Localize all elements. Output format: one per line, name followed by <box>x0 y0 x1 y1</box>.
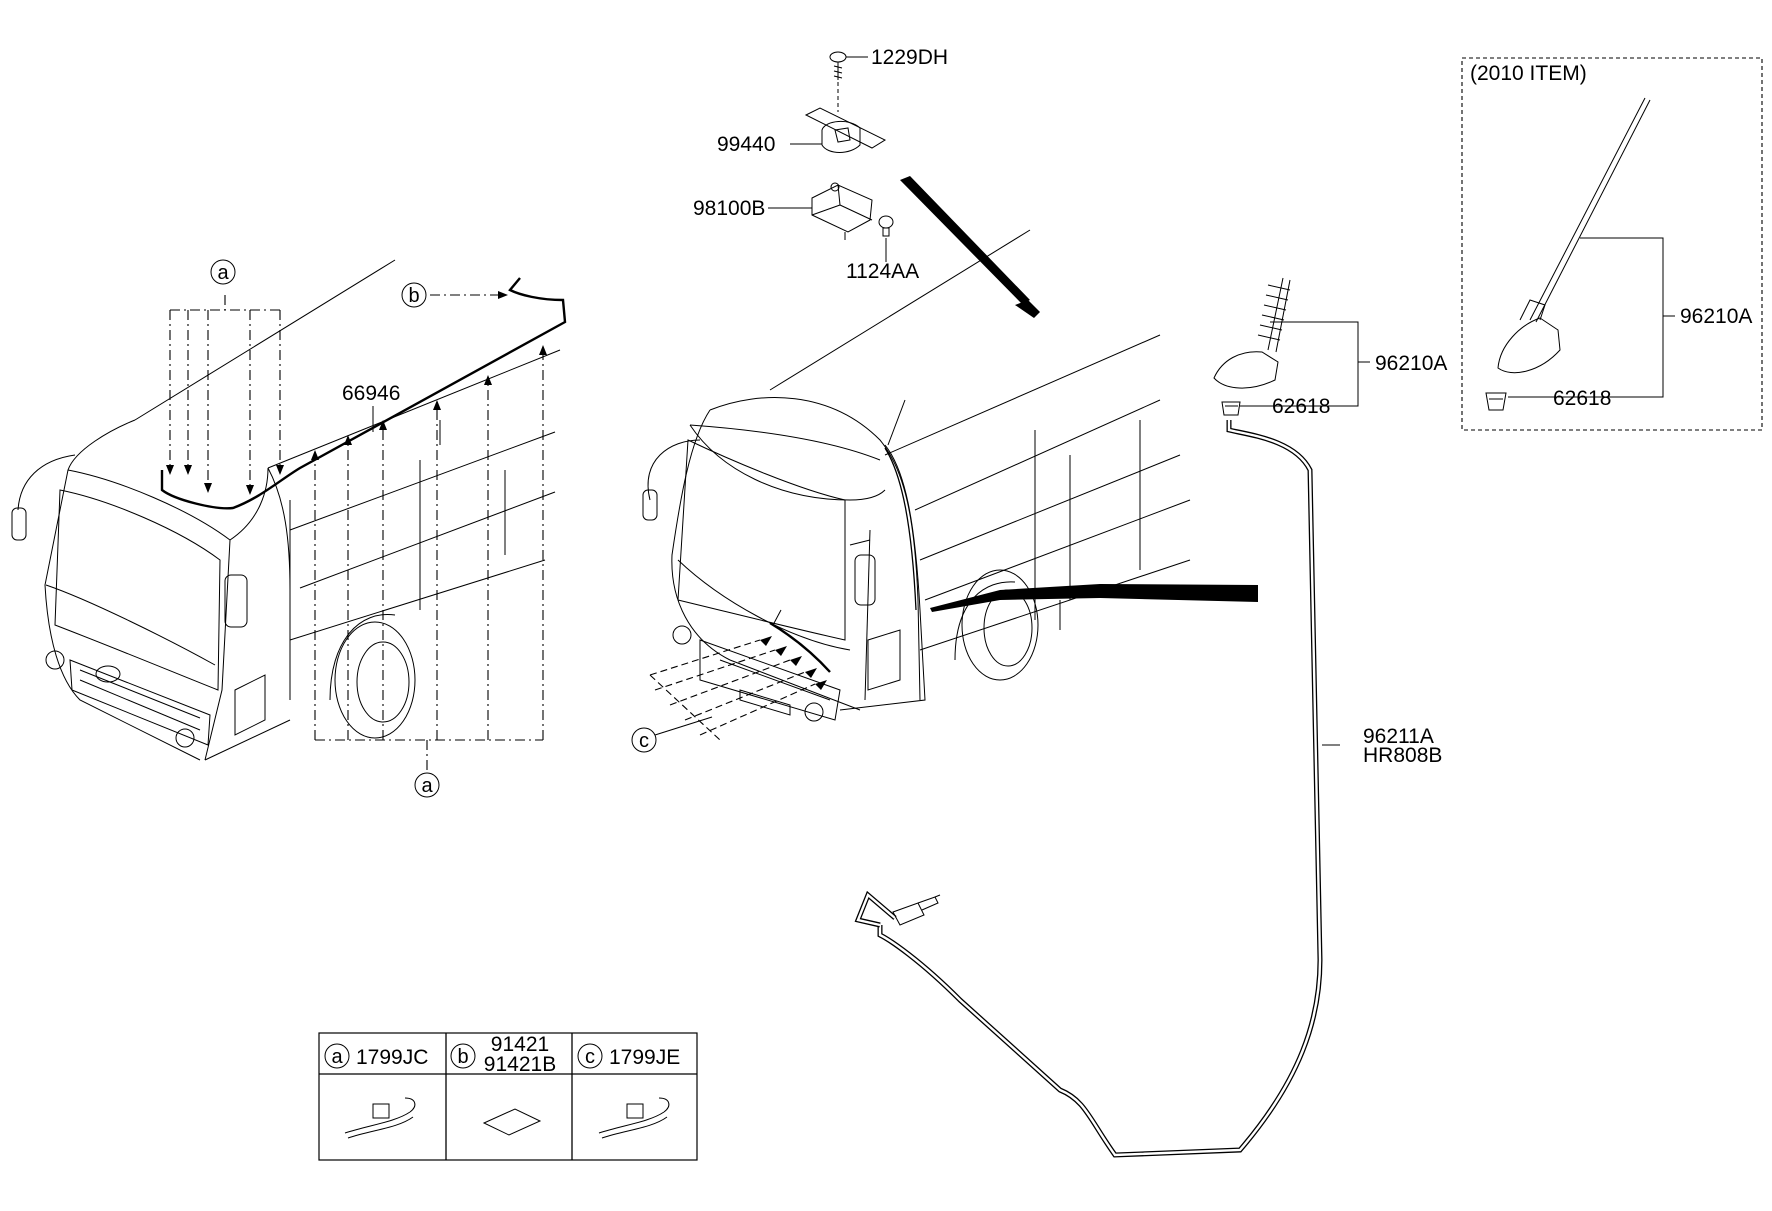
legend-part-c: 1799JE <box>609 1046 680 1069</box>
callout-b-top: b <box>408 285 419 307</box>
adhesive-pad-icon <box>482 1108 542 1136</box>
legend-key-a: a <box>331 1046 343 1068</box>
inset-label-62618: 62618 <box>1553 387 1611 410</box>
legend-part-b-line1: 91421 <box>491 1033 549 1056</box>
callout-b-top-circle <box>401 282 427 308</box>
left-bus-illustration <box>11 259 567 770</box>
legend-key-b: b <box>457 1046 468 1068</box>
legend-part-b-line2: 91421B <box>484 1053 556 1076</box>
callout-a-bottom: a <box>421 775 433 797</box>
label-96210A: 96210A <box>1375 352 1447 375</box>
label-99440: 99440 <box>717 133 775 156</box>
label-HR808B: HR808B <box>1363 744 1442 767</box>
callout-c-front-circle <box>631 727 657 753</box>
legend-table <box>318 1032 698 1161</box>
label-98100B: 98100B <box>693 197 765 220</box>
antenna-assembly <box>854 277 1370 1158</box>
cable-tie-clip-icon <box>598 1097 670 1139</box>
inset-2010-item <box>1461 57 1763 431</box>
cable-tie-clip-icon <box>344 1097 416 1139</box>
label-96211A: 96211A <box>1363 725 1434 748</box>
label-62618: 62618 <box>1272 395 1330 418</box>
legend-part-a: 1799JC <box>356 1046 428 1069</box>
callout-a-top: a <box>217 262 229 284</box>
callout-a-top-circle <box>210 259 236 285</box>
callout-a-bottom-circle <box>414 772 440 798</box>
label-66946: 66946 <box>342 382 400 405</box>
label-1124AA: 1124AA <box>846 260 919 283</box>
callout-c-front: c <box>639 730 649 752</box>
mounting-hardware <box>768 51 894 262</box>
inset-label-96210A: 96210A <box>1680 305 1752 328</box>
center-bus-illustration <box>642 176 1258 741</box>
label-1229DH: 1229DH <box>871 46 948 69</box>
inset-title: (2010 ITEM) <box>1470 62 1587 85</box>
legend-key-c: c <box>585 1046 595 1068</box>
